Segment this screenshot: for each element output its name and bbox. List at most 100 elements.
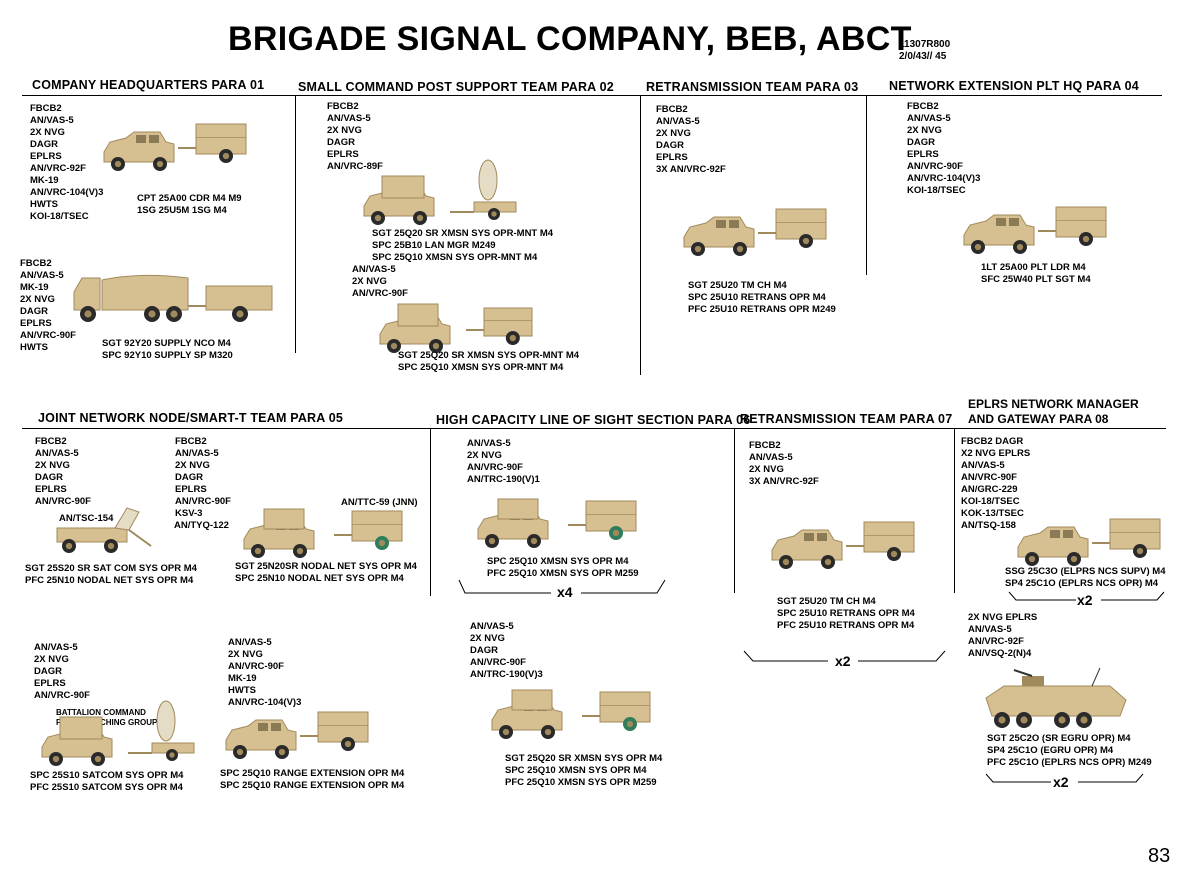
header-para-01: COMPANY HEADQUARTERS PARA 01	[32, 78, 265, 92]
eq-item: X2 NVG EPLRS	[961, 448, 1031, 459]
eq-item: FBCB2	[35, 436, 67, 447]
personnel-item: SPC 25Q10 XMSN SYS OPR M4	[505, 765, 647, 776]
eq-item: AN/VRC-90F	[352, 288, 408, 299]
eq-item: HWTS	[228, 685, 256, 696]
header-para-06: HIGH CAPACITY LINE OF SIGHT SECTION PARA…	[436, 413, 751, 427]
personnel-item: SPC 25Q10 XMSN SYS OPR M4	[487, 556, 629, 567]
eq-item: DAGR	[327, 137, 355, 148]
eq-item: DAGR	[907, 137, 935, 148]
eq-item: AN/VSQ-2(N)4	[968, 648, 1032, 659]
label-line: BATTALION COMMAND	[56, 708, 146, 717]
personnel-item: 1SG 25U5M 1SG M4	[137, 205, 227, 216]
eq-item: DAGR	[175, 472, 203, 483]
stryker-vehicle-icon	[985, 667, 1127, 728]
eq-item: 2X NVG	[34, 654, 69, 665]
eq-item: MK-19	[228, 673, 257, 684]
eq-item: 2X NVG	[656, 128, 691, 139]
personnel-item: SFC 25W40 PLT SGT M4	[981, 274, 1091, 285]
eq-item: KOI-18/TSEC	[961, 496, 1020, 507]
hmmwv-satellite-trailer-icon	[41, 700, 195, 766]
eq-item: EPLRS	[35, 484, 67, 495]
personnel-item: SPC 25N10 NODAL NET SYS OPR M4	[235, 573, 404, 584]
personnel-item: PFC 25Q10 XMSN SYS OPR M259	[487, 568, 639, 579]
personnel-item: SGT 25C2O (SR EGRU OPR) M4	[987, 733, 1131, 744]
divider-06-07	[734, 428, 735, 593]
eq-item: 2X NVG	[467, 450, 502, 461]
eq-item: 2X NVG	[20, 294, 55, 305]
personnel-item: SPC 25U10 RETRANS OPR M4	[688, 292, 826, 303]
eq-item: HWTS	[20, 342, 48, 353]
divider-03-04	[866, 95, 867, 275]
personnel-item: SP4 25C1O (EPLRS NCS OPR) M4	[1005, 578, 1159, 589]
personnel-item: SGT 25U20 TM CH M4	[688, 280, 787, 291]
eq-item: AN/VAS-5	[175, 448, 219, 459]
header-line: AND GATEWAY PARA 08	[968, 412, 1109, 426]
eq-item: AN/VAS-5	[30, 115, 74, 126]
eq-item: HWTS	[30, 199, 58, 210]
header-line: EPLRS NETWORK MANAGER	[968, 397, 1139, 411]
eq-item: MK-19	[30, 175, 59, 186]
page-title: BRIGADE SIGNAL COMPANY, BEB, ABCT	[228, 20, 912, 58]
eq-item: 2X NVG	[749, 464, 784, 475]
divider-05-06	[430, 428, 431, 596]
divider-02-03	[640, 95, 641, 375]
header-para-05: JOINT NETWORK NODE/SMART-T TEAM PARA 05	[38, 411, 344, 425]
personnel-item: SGT 25Q20 SR XMSN SYS OPR-MNT M4	[372, 228, 554, 239]
eq-item: 3X AN/VRC-92F	[656, 164, 726, 175]
personnel-item: PFC 25S10 SATCOM SYS OPR M4	[30, 782, 183, 793]
personnel-item: SPC 25Q10 RANGE EXTENSION OPR M4	[220, 780, 405, 791]
code-line-2: 2/0/43// 45	[899, 51, 947, 62]
personnel-item: SPC 25B10 LAN MGR M249	[372, 240, 496, 251]
jnn-shelter-trailer-icon	[243, 508, 403, 558]
x2-bracket-p07	[743, 650, 946, 662]
eq-item: AN/VRC-104(V)3	[228, 697, 302, 708]
eq-item: AN/VAS-5	[467, 438, 511, 449]
header-para-08: EPLRS NETWORK MANAGER AND GATEWAY PARA 0…	[968, 397, 1139, 427]
eq-item: FBCB2	[30, 103, 62, 114]
eq-item: AN/TRC-190(V)3	[470, 669, 543, 680]
x2-bracket-p08a	[1008, 591, 1165, 601]
eq-item: DAGR	[30, 139, 58, 150]
eq-item: AN/VRC-90F	[961, 472, 1017, 483]
page-number: 83	[1148, 845, 1171, 867]
personnel-item: PFC 25Q10 XMSN SYS OPR M259	[505, 777, 657, 788]
personnel-item: SPC 25Q10 XMSN SYS OPR-MNT M4	[372, 252, 538, 263]
eq-item: 2X NVG	[470, 633, 505, 644]
row2-rule	[22, 428, 1166, 429]
eq-item: AN/VRC-90F	[20, 330, 76, 341]
hcls-shelter-trailer-icon	[491, 689, 651, 739]
eq-item: AN/GRC-229	[961, 484, 1018, 495]
hcls-shelter-trailer-icon	[477, 498, 637, 548]
personnel-item: SGT 25S20 SR SAT COM SYS OPR M4	[25, 563, 197, 574]
header-para-02: SMALL COMMAND POST SUPPORT TEAM PARA 02	[298, 80, 614, 94]
personnel-item: SGT 25U20 TM CH M4	[777, 596, 876, 607]
eq-item: DAGR	[20, 306, 48, 317]
personnel-item: SPC 25S10 SATCOM SYS OPR M4	[30, 770, 184, 781]
eq-item: AN/VAS-5	[961, 460, 1005, 471]
eq-item: AN/VAS-5	[352, 264, 396, 275]
eq-item: AN/TRC-190(V)1	[467, 474, 540, 485]
eq-item: AN/TSQ-158	[961, 520, 1016, 531]
multiplier-x2: x2	[835, 653, 851, 669]
eq-item: KOK-13/TSEC	[961, 508, 1024, 519]
personnel-item: SPC 92Y10 SUPPLY SP M320	[102, 350, 233, 361]
personnel-item: PFC 25U10 RETRANS OPR M4	[777, 620, 915, 631]
eq-item: FBCB2	[327, 101, 359, 112]
multiplier-x2: x2	[1077, 592, 1093, 608]
